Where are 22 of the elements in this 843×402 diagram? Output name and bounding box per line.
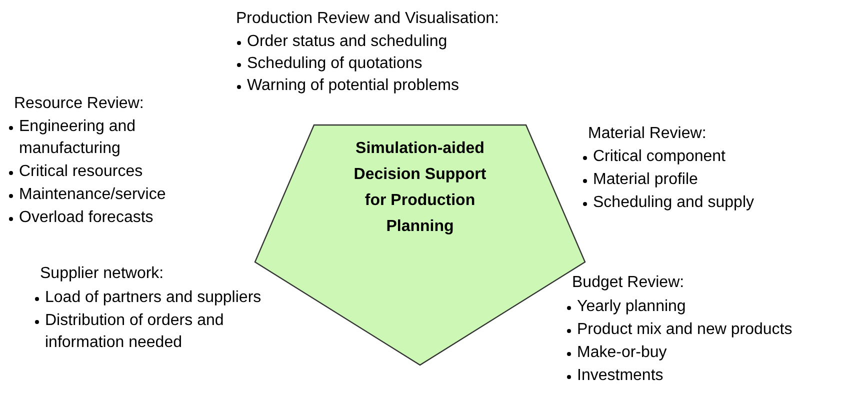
bullet-item: Overload forecasts xyxy=(8,207,154,229)
section-heading: Material Review: xyxy=(588,124,706,144)
bullet-item: Engineering and manufacturing xyxy=(8,116,169,160)
section-heading: Budget Review: xyxy=(572,273,684,293)
bullet-item: Scheduling of quotations xyxy=(236,53,422,75)
bullet-item: Critical component xyxy=(582,146,726,168)
bullet-item: Investments xyxy=(566,365,664,387)
section-heading: Resource Review: xyxy=(14,94,144,114)
center-title: Simulation-aided Decision Support for Production Planning xyxy=(352,139,488,237)
bullet-item: Product mix and new products xyxy=(566,319,792,341)
bullet-item: Yearly planning xyxy=(566,296,686,318)
bullet-item: Load of partners and suppliers xyxy=(34,287,262,309)
bullet-item: Warning of potential problems xyxy=(236,75,459,97)
bullet-item: Make-or-buy xyxy=(566,342,667,364)
bullet-item: Distribution of orders and information needed xyxy=(34,310,285,354)
bullet-item: Maintenance/service xyxy=(8,184,166,206)
bullet-item: Critical resources xyxy=(8,161,143,183)
bullet-item: Order status and scheduling xyxy=(236,31,448,53)
section-heading: Supplier network: xyxy=(40,264,164,284)
section-heading: Production Review and Visualisation: xyxy=(236,9,499,29)
bullet-item: Material profile xyxy=(582,169,698,191)
bullet-item: Scheduling and supply xyxy=(582,192,754,214)
